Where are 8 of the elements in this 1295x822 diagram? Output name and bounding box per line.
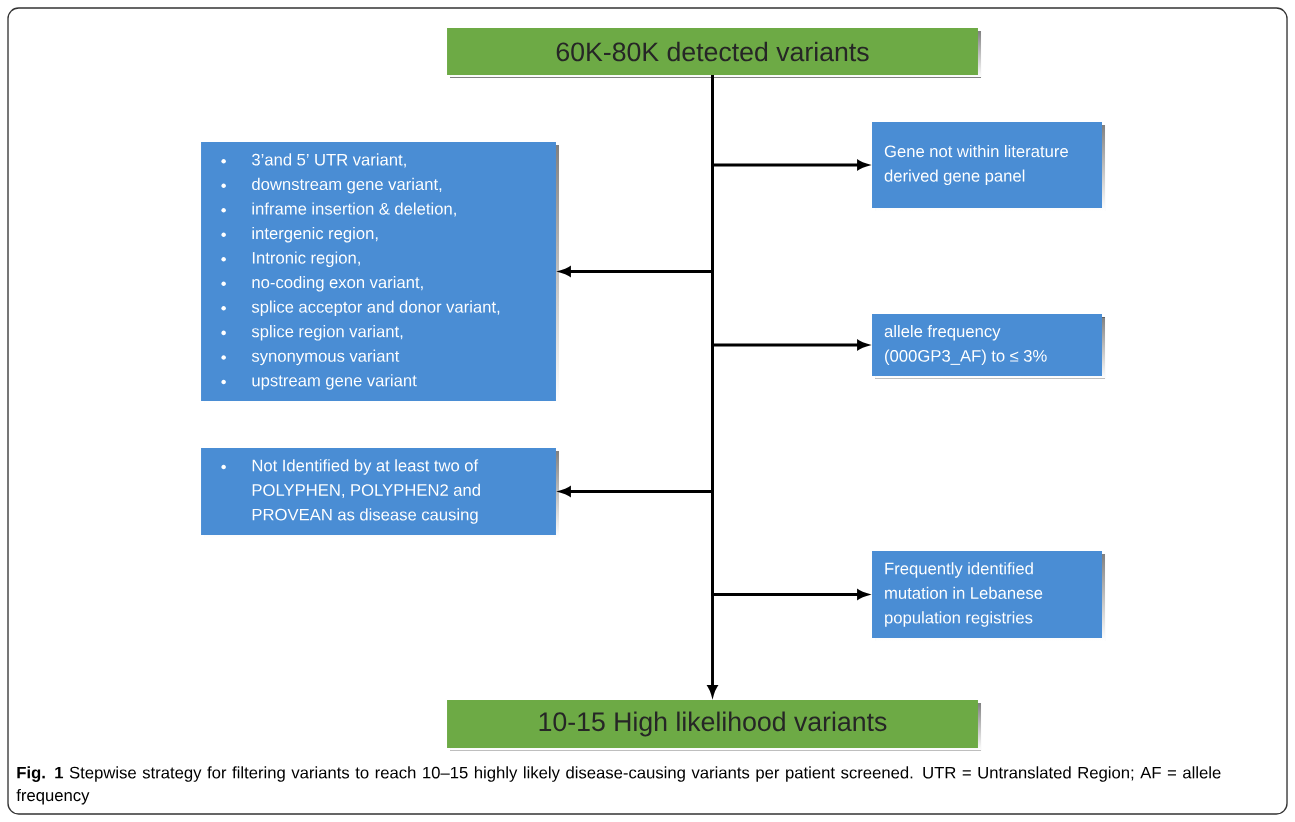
criteria-list-box: 3’and 5’ UTR variant, downstream gene variant, inframe insertion & deletion, intergenic region, Intronic region, no-coding exon variant, splice acceptor and donor variant, splice region variant, synonymous variant upstream gene variant [201, 142, 559, 404]
filter-box: allele frequency (000GP3_AF) to ≤ 3% [872, 314, 1105, 379]
stage-box: 60K-80K detected variants [447, 28, 981, 78]
stage-box: 10-15 High likelihood variants [447, 700, 981, 751]
filter-box: Frequently identified mutation in Lebanese population registries [872, 551, 1105, 641]
filter-box: Gene not within literature derived gene panel [872, 122, 1105, 211]
caption: Fig. 1 Stepwise strategy for filtering variants to reach 10–15 highly likely disease-causing variants per patient screened. UTR = Untranslated Region; AF = allele frequency [16, 766, 1221, 805]
criteria-list-box: Not Identified by at least two of POLYPHEN, POLYPHEN2 and PROVEAN as disease causing [201, 448, 559, 538]
